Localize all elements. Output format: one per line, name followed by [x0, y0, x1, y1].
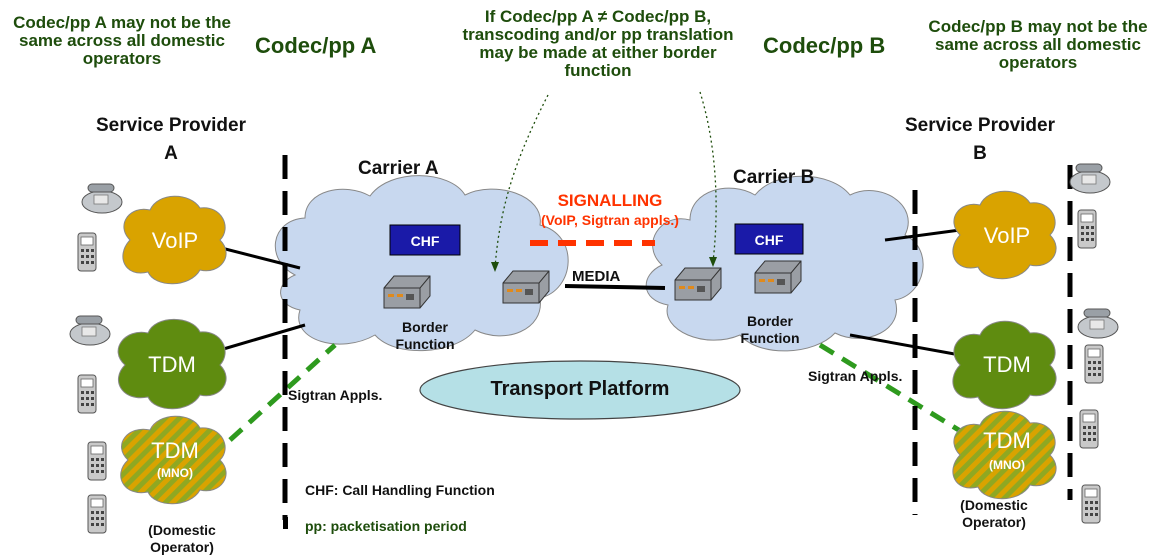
sigtran-b-link	[818, 342, 977, 443]
mobile-phone-icon	[77, 374, 97, 414]
transport-platform-ellipse	[419, 360, 741, 420]
voip-b-label: VoIP	[983, 223, 1031, 248]
note-right: Codec/pp B may not be the same across al…	[928, 17, 1148, 72]
service-provider-b-label: Service Provider B	[905, 115, 1055, 164]
tdm-a-link	[219, 323, 306, 352]
border-function-a-label: Border Function	[395, 319, 455, 352]
codec-b-label: Codec/pp B	[763, 33, 886, 58]
desk-phone-icon	[81, 183, 123, 214]
mobile-phone-icon	[77, 232, 97, 272]
media-label: MEDIA	[572, 268, 621, 285]
service-provider-a-label: Service Provider A	[96, 115, 246, 164]
tdm-cloud-b	[952, 320, 1057, 410]
mno-a-label: (MNO)	[157, 466, 193, 480]
border-router-icon	[674, 267, 722, 301]
legend-pp: pp: packetisation period	[305, 518, 467, 534]
voip-cloud-a	[122, 195, 227, 285]
domestic-operator-b-label: (Domestic Operator)	[960, 497, 1028, 530]
desk-phone-icon	[69, 315, 111, 346]
mobile-phone-icon	[1079, 409, 1099, 449]
tdm-mno-cloud-b	[952, 410, 1057, 500]
border-router-icon	[502, 270, 550, 304]
signalling-sub-label: (VoIP, Sigtran appls.)	[541, 212, 679, 228]
desk-phone-icon	[1069, 163, 1111, 194]
mobile-phone-icon	[1081, 484, 1101, 524]
transport-platform-label: Transport Platform	[490, 378, 670, 400]
note-middle: If Codec/pp A ≠ Codec/pp B, transcoding …	[462, 7, 734, 80]
mobile-phone-icon	[1084, 344, 1104, 384]
tdm-mno-b-label: TDM	[983, 428, 1031, 453]
mobile-phone-icon	[87, 494, 107, 534]
signalling-label: SIGNALLING	[557, 191, 663, 210]
legend-chf: CHF: Call Handling Function	[305, 482, 495, 498]
codec-a-label: Codec/pp A	[255, 33, 377, 58]
desk-phone-icon	[1077, 308, 1119, 339]
mobile-phone-icon	[1077, 209, 1097, 249]
tdm-a-label: TDM	[148, 352, 196, 377]
tdm-b-label: TDM	[983, 352, 1031, 377]
chf-b-label: CHF	[754, 232, 784, 248]
tdm-mno-a-label: TDM	[151, 438, 199, 463]
media-link	[564, 284, 666, 290]
tdm-mno-cloud-a	[120, 415, 227, 505]
sigtran-a-link	[228, 343, 337, 442]
carrier-a-cloud	[274, 175, 569, 351]
mno-b-label: (MNO)	[989, 458, 1025, 472]
voip-cloud-b	[952, 190, 1057, 280]
domestic-operator-a-label: (Domestic Operator)	[148, 522, 216, 555]
carrier-b-label: Carrier B	[733, 167, 815, 188]
sigtran-b-label: Sigtran Appls.	[808, 368, 903, 384]
chf-box-a	[389, 224, 461, 256]
tdm-cloud-a	[117, 318, 227, 410]
border-router-icon	[754, 260, 802, 294]
voip-a-label: VoIP	[151, 228, 199, 253]
mobile-phone-icon	[87, 441, 107, 481]
border-router-icon	[383, 275, 431, 309]
voip-b-link	[884, 228, 961, 242]
annotation-arrow-b	[699, 91, 717, 263]
carrier-a-label: Carrier A	[358, 158, 439, 179]
legend-bullet	[283, 517, 288, 529]
note-left: Codec/pp A may not be the same across al…	[13, 13, 231, 68]
chf-box-b	[734, 223, 804, 255]
chf-a-label: CHF	[410, 233, 440, 249]
annotation-arrow-a	[494, 94, 549, 269]
border-function-b-label: Border Function	[740, 313, 800, 346]
sigtran-a-label: Sigtran Appls.	[288, 387, 383, 403]
tdm-b-link	[849, 333, 961, 357]
